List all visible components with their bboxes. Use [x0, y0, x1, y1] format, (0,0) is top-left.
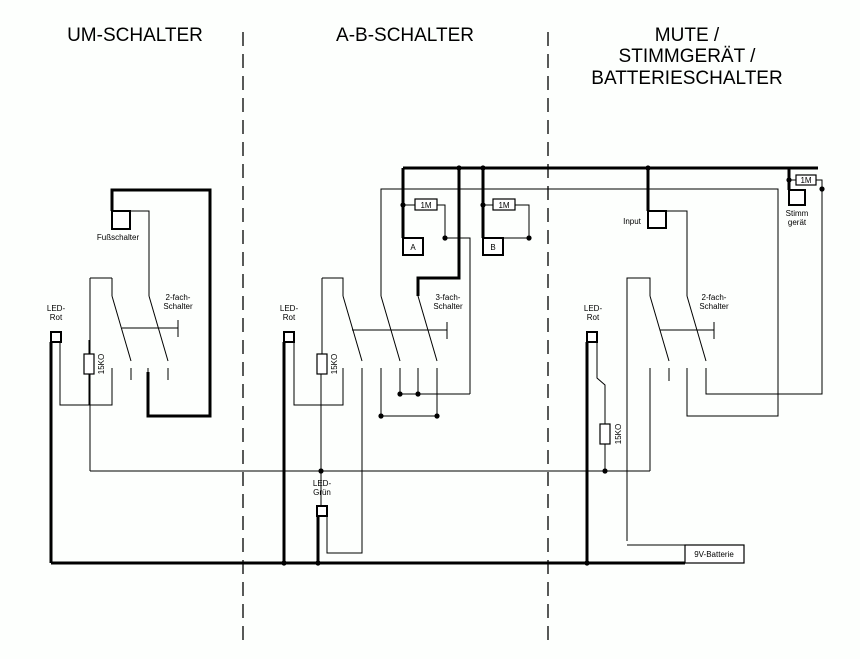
ab-3fach-label-2: Schalter: [433, 302, 463, 311]
ab-led-gruen-label-2: Grün: [313, 488, 331, 497]
um-2fach-label-2: Schalter: [163, 302, 193, 311]
stimm-label-2: gerät: [788, 218, 807, 227]
mute-15k-label: 15KO: [614, 424, 623, 444]
mute-2fach-label-2: Schalter: [699, 302, 729, 311]
ab-led-label-2: Rot: [283, 313, 296, 322]
section-title-um-schalter: UM-SCHALTER: [67, 25, 203, 46]
ab-3fach-label-1: 3-fach-: [436, 293, 461, 302]
um-led-label-1: LED-: [47, 304, 66, 313]
section-title-a-b-schalter: A-B-SCHALTER: [336, 25, 474, 46]
ab-led-gruen-label-1: LED-: [313, 479, 332, 488]
um-15k-label: 15KO: [97, 354, 106, 374]
signal-bus-471: [90, 468, 650, 474]
ab-b-label: B: [490, 243, 495, 252]
um-schalter-circuit: Fußschalter 2-fach- Schalter 15KO LED- R…: [47, 188, 212, 563]
mute-circuit: Input 1M Stimm gerät 2-fach- Schalter LE…: [584, 168, 825, 564]
um-led-label-2: Rot: [50, 313, 63, 322]
ab-15k-label: 15KO: [330, 354, 339, 374]
mute-2fach-label-1: 2-fach-: [702, 293, 727, 302]
a-b-schalter-circuit: LED- Rot 15KO LED- Grün 3-fach- Schalter: [280, 165, 818, 563]
ground-bus: [51, 560, 685, 566]
mute-led-label-1: LED-: [584, 304, 603, 313]
ab-1m-b-label: 1M: [498, 201, 509, 210]
section-title-mute-line-2: STIMMGERÄT /: [619, 46, 757, 67]
um-2fach-label-1: 2-fach-: [166, 293, 191, 302]
ab-a-label: A: [410, 243, 416, 252]
section-title-mute-line-1: MUTE /: [655, 25, 720, 46]
battery-label: 9V-Batterie: [694, 550, 734, 559]
mute-led-label-2: Rot: [587, 313, 600, 322]
fussschalter-label: Fußschalter: [97, 233, 140, 242]
stimm-label-1: Stimm: [786, 209, 809, 218]
mute-1m-label: 1M: [800, 176, 811, 185]
ab-led-label-1: LED-: [280, 304, 299, 313]
mute-input-label: Input: [623, 217, 642, 226]
ab-1m-a-label: 1M: [420, 201, 431, 210]
section-title-mute-line-3: BATTERIESCHALTER: [591, 68, 782, 89]
